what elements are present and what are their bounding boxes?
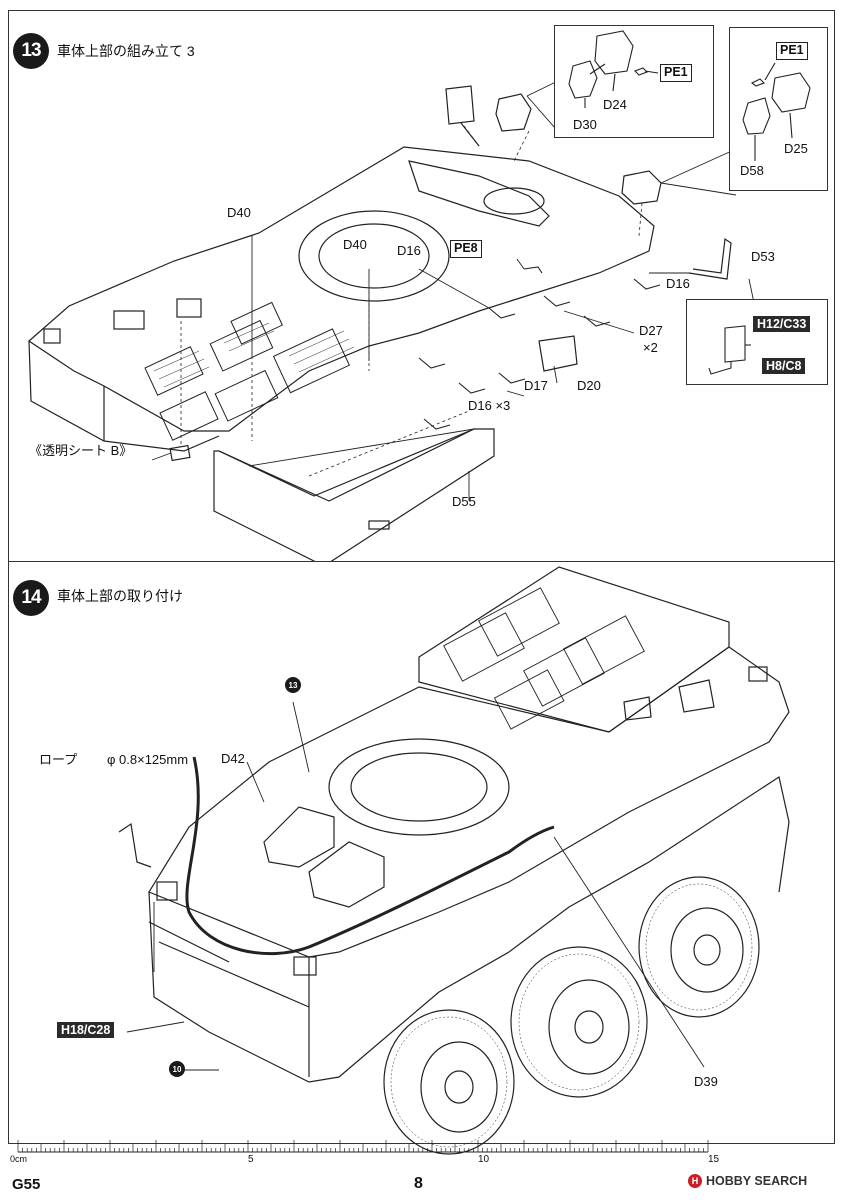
- product-code: G55: [12, 1176, 41, 1193]
- hull-deck-outline: [28, 146, 655, 432]
- part-d55: D55: [452, 494, 476, 509]
- part-d40-left: D40: [227, 205, 251, 220]
- watermark: H HOBBY SEARCH: [688, 1174, 807, 1188]
- engine-grilles: [144, 301, 351, 441]
- step-13-badge: 13: [13, 33, 49, 69]
- inset-b-pe1: PE1: [776, 42, 808, 60]
- hull-upper-diagram: [28, 78, 755, 567]
- turret-ring-14: [328, 738, 510, 836]
- step-14-title: 車体上部の取り付け: [57, 588, 183, 604]
- part-d39: D39: [694, 1074, 718, 1089]
- ruler-label-10: 10: [478, 1154, 490, 1165]
- part-pe8: PE8: [450, 240, 482, 258]
- step-10-reference-badge: 10: [169, 1061, 185, 1077]
- inset-d53-options: H12/C33 H8/C8: [686, 299, 828, 385]
- step-13-panel: 13 車体上部の組み立て 3: [8, 10, 835, 567]
- rope-spec: φ 0.8×125mm: [107, 752, 189, 767]
- inset-b-d58: D58: [740, 163, 764, 178]
- part-d27-qty: ×2: [643, 340, 658, 355]
- inset-c-option-1: H12/C33: [753, 316, 811, 333]
- part-d16-top: D16: [397, 243, 421, 258]
- step-14-badge: 14: [13, 580, 49, 616]
- d55-rear-plate: [213, 428, 495, 567]
- wheels: [383, 876, 760, 1155]
- inset-b-d25: D25: [784, 141, 808, 156]
- inset-d24-d30: PE1 D24 D30: [554, 25, 714, 138]
- part-d42: D42: [221, 751, 245, 766]
- inset-d25-d58: PE1 D25 D58: [729, 27, 828, 191]
- part-d20: D20: [577, 378, 601, 393]
- watermark-text: HOBBY SEARCH: [706, 1174, 808, 1188]
- ruler-label-15: 15: [708, 1154, 720, 1165]
- part-d16-right: D16: [666, 276, 690, 291]
- upper-hull: [148, 646, 790, 958]
- step-14-panel: 14 車体上部の取り付け: [8, 561, 835, 1155]
- scale-ruler: 0cm 5 10 15: [10, 1138, 720, 1168]
- part-d40-center: D40: [343, 237, 367, 252]
- inset-a-pe1: PE1: [660, 64, 692, 82]
- clear-sheet-label: 《透明シート B》: [29, 443, 133, 458]
- part-d27: D27: [639, 323, 663, 338]
- step-13-reference-badge: 13: [285, 677, 301, 693]
- part-h18-c28: H18/C28: [57, 1022, 115, 1039]
- part-d17: D17: [524, 378, 548, 393]
- inset-c-option-2: H8/C8: [762, 358, 806, 375]
- part-d16-x3: D16 ×3: [468, 398, 511, 413]
- lower-hull: [148, 776, 790, 1083]
- ruler-label-5: 5: [248, 1154, 254, 1165]
- ruler-ticks: [17, 1140, 709, 1153]
- inset-a-d24: D24: [603, 97, 627, 112]
- part-d53: D53: [751, 249, 775, 264]
- inset-a-d30: D30: [573, 117, 597, 132]
- rope: [185, 756, 555, 956]
- rope-label: ロープ: [39, 752, 78, 767]
- step-13-title: 車体上部の組み立て 3: [57, 43, 195, 59]
- page-number: 8: [414, 1175, 423, 1192]
- hobby-search-logo-icon: H: [688, 1174, 702, 1188]
- turret-ring: [298, 210, 450, 302]
- vehicle-assembly-diagram: [118, 566, 790, 1155]
- ruler-label-0: 0cm: [10, 1154, 28, 1164]
